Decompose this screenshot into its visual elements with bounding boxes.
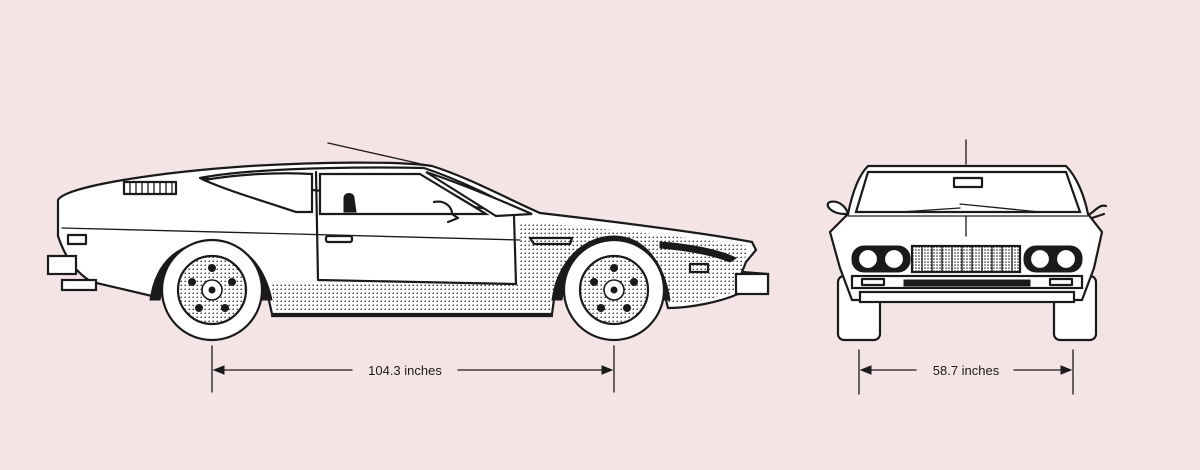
- side-view: [46, 142, 770, 342]
- front-windshield: [854, 170, 1082, 214]
- windshield: [425, 170, 533, 218]
- antenna: [327, 142, 431, 167]
- grille-bars: [921, 245, 1013, 273]
- rear-marker-light: [66, 233, 88, 246]
- wipers: [899, 203, 1041, 213]
- right-outer-headlight: [1054, 247, 1078, 271]
- side-shading-front: [520, 222, 748, 304]
- rear-view-mirror: [952, 176, 984, 189]
- door-handle: [324, 234, 354, 244]
- rear-bumper-lower: [60, 278, 98, 292]
- door-outline: [314, 170, 518, 286]
- track-label: 58.7 inches: [933, 363, 1000, 378]
- rear-wheel: [160, 238, 264, 342]
- headlight-strip: [659, 241, 737, 263]
- right-fog-light: [1048, 277, 1074, 287]
- side-indicator: [688, 262, 710, 274]
- front-bumper: [734, 272, 770, 296]
- front-view: [826, 139, 1108, 342]
- left-fog-light: [860, 277, 886, 287]
- belt-line: [61, 227, 521, 241]
- wheelbase-dimension: 104.3 inches: [211, 345, 615, 393]
- side-mirror: [432, 200, 460, 224]
- right-inner-headlight: [1028, 247, 1052, 271]
- wheelbase-label: 104.3 inches: [368, 363, 442, 378]
- right-mirror: [1088, 204, 1108, 220]
- rear-quarter-window: [200, 172, 314, 214]
- front-marker-light: [528, 236, 574, 246]
- front-valance: [858, 290, 1076, 304]
- left-inner-headlight: [882, 247, 906, 271]
- headrest: [343, 193, 357, 213]
- rear-vent: [122, 180, 178, 196]
- left-mirror: [826, 200, 850, 216]
- front-wheel: [562, 238, 666, 342]
- lower-intake: [903, 279, 1031, 287]
- track-dimension: 58.7 inches: [858, 349, 1074, 395]
- rear-bumper: [46, 254, 78, 276]
- side-shading-sill: [272, 282, 556, 310]
- left-outer-headlight: [856, 247, 880, 271]
